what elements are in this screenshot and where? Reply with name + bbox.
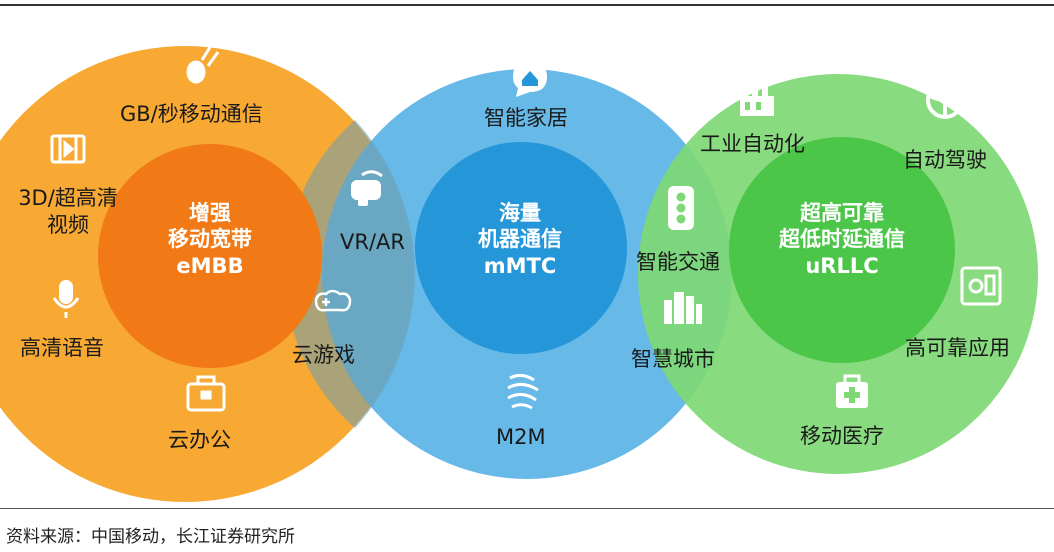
- label-industrial-automation: 工业自动化: [700, 132, 805, 156]
- label-hd-voice: 高清语音: [20, 336, 104, 360]
- bottom-rule: [0, 508, 1054, 509]
- label-3d-uhd: 3D/超高清: [18, 186, 118, 210]
- embb-core-line3: eMBB: [176, 253, 244, 278]
- mmtc-inner-circle: [415, 142, 627, 354]
- urllc-core-line1: 超高可靠: [800, 201, 884, 225]
- source-note: 资料来源：中国移动，长江证券研究所: [6, 527, 295, 547]
- home-icon: [513, 60, 547, 97]
- city-buildings-icon: [664, 292, 702, 324]
- urllc-core-line3: uRLLC: [805, 253, 879, 278]
- rocket-icon: [186, 43, 220, 84]
- label-cloud-gaming: 云游戏: [292, 343, 355, 367]
- urllc-core-text: 超高可靠 超低时延通信 uRLLC: [762, 200, 922, 279]
- venn-diagram: [0, 43, 1038, 502]
- label-high-reliability-apps: 高可靠应用: [905, 336, 1010, 360]
- label-gb-mobile: GB/秒移动通信: [120, 102, 263, 126]
- label-mobile-healthcare: 移动医疗: [800, 424, 884, 448]
- label-m2m: M2M: [496, 425, 546, 449]
- top-rule: [0, 4, 1054, 6]
- mmtc-core-line2: 机器通信: [478, 227, 562, 252]
- embb-core-line2: 移动宽带: [168, 227, 252, 252]
- label-cloud-office: 云办公: [168, 428, 231, 452]
- factory-icon: [740, 78, 774, 116]
- satellite-icon: [507, 373, 539, 410]
- safe-icon: [960, 266, 1002, 306]
- overlap-embb-mmtc: [285, 120, 415, 428]
- urllc-inner-circle: [729, 137, 955, 363]
- urllc-core-line2: 超低时延通信: [779, 227, 905, 252]
- label-video: 视频: [47, 213, 89, 237]
- embb-core-text: 增强 移动宽带 eMBB: [140, 200, 280, 279]
- embb-core-line1: 增强: [189, 201, 231, 225]
- label-vr-ar: VR/AR: [340, 230, 405, 254]
- film-icon: [50, 134, 86, 164]
- gamepad-icon: [314, 289, 352, 312]
- mmtc-core-text: 海量 机器通信 mMTC: [450, 200, 590, 279]
- vr-headset-icon: [351, 170, 383, 206]
- traffic-light-icon: [668, 186, 694, 230]
- embb-inner-circle: [98, 144, 322, 368]
- label-smart-traffic: 智能交通: [636, 250, 720, 274]
- mmtc-core-line3: mMTC: [483, 253, 557, 278]
- label-smart-city: 智慧城市: [631, 347, 715, 371]
- first-aid-icon: [836, 374, 868, 408]
- mmtc-core-line1: 海量: [499, 201, 541, 225]
- steering-wheel-icon: [926, 81, 964, 119]
- microphone-icon: [52, 280, 80, 318]
- label-smart-home: 智能家居: [484, 106, 568, 130]
- briefcase-icon: [186, 375, 226, 412]
- label-autonomous-driving: 自动驾驶: [903, 148, 987, 172]
